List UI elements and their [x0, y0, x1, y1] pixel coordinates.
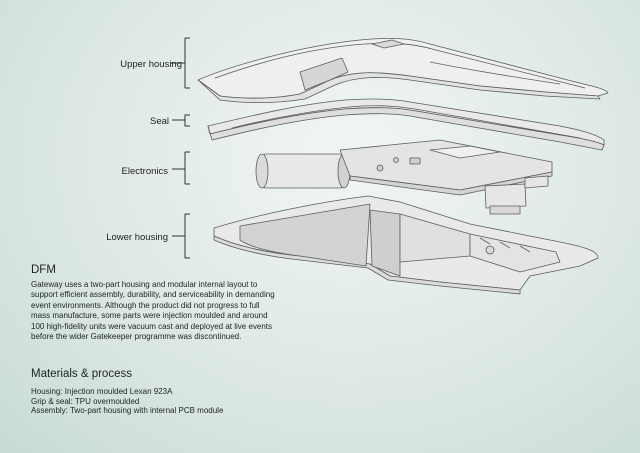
- seal-bracket: [172, 114, 190, 127]
- materials-heading: Materials & process: [31, 368, 132, 380]
- seal-label: Seal: [149, 116, 169, 127]
- upper-housing-part: [197, 37, 609, 103]
- assembly-spec: Assembly: Two-part housing with internal…: [31, 406, 224, 415]
- electronics-bracket: [172, 151, 190, 185]
- leader-lines: [170, 37, 190, 259]
- electronics-label: Electronics: [121, 166, 168, 177]
- housing-spec: Housing: Injection moulded Lexan 923A: [31, 387, 173, 396]
- upper-housing-label: Upper housing: [120, 59, 182, 70]
- upper-housing-bracket: [170, 37, 190, 89]
- lower-housing-label: Lower housing: [106, 232, 168, 243]
- dfm-heading: DFM: [31, 264, 56, 276]
- lower-housing-bracket: [172, 213, 190, 259]
- seal-part: [207, 98, 605, 151]
- lower-housing-part: [213, 195, 599, 295]
- electronics-part: [255, 139, 553, 215]
- battery-cylinder: [261, 153, 345, 189]
- dfm-description: Gateway uses a two-part housing and modu…: [31, 280, 275, 342]
- grip-seal-spec: Grip & seal: TPU overmoulded: [31, 397, 140, 406]
